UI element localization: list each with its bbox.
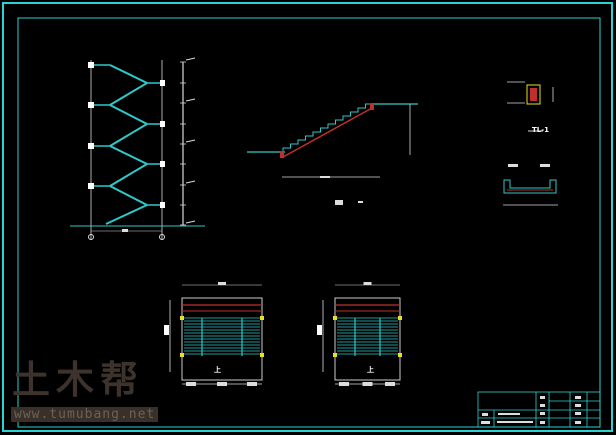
axis-bubble <box>88 234 94 240</box>
stair-steps <box>282 103 373 152</box>
title-block-text <box>481 396 581 424</box>
stair-flight <box>109 82 148 106</box>
level-mark <box>185 180 196 184</box>
column-marker <box>333 316 337 320</box>
axis-bubble <box>159 234 165 240</box>
column-marker <box>398 353 402 357</box>
dim-text <box>362 382 373 386</box>
landing-beam <box>160 202 165 208</box>
beam-section <box>370 104 374 110</box>
beam-outline <box>526 84 541 105</box>
dim-text <box>186 382 196 386</box>
column-marker <box>260 316 264 320</box>
column-marker <box>180 316 184 320</box>
stair-flight <box>109 104 148 125</box>
column-marker <box>180 353 184 357</box>
beam-section <box>280 151 284 158</box>
label <box>508 164 518 167</box>
landing-beam <box>88 183 94 189</box>
column-marker <box>260 353 264 357</box>
label <box>540 164 550 167</box>
column-marker <box>333 353 337 357</box>
stair-section-elevation <box>70 57 205 240</box>
up-label-plan-2: 上 <box>367 366 374 374</box>
landing-beam <box>160 121 165 127</box>
dim-text <box>247 382 257 386</box>
watermark-url: www.tumubang.net <box>11 407 159 422</box>
title-block <box>477 391 601 428</box>
landing-beam <box>88 62 94 68</box>
dim-text <box>317 325 322 335</box>
landing-beam <box>88 143 94 149</box>
level-mark <box>185 139 196 143</box>
stair-flight <box>109 64 148 84</box>
stair-flight <box>105 204 148 225</box>
level-mark <box>185 220 196 224</box>
dim-text <box>385 382 395 386</box>
stair-flight <box>109 123 148 147</box>
dim-text <box>164 325 169 335</box>
inclined-slab-rebar <box>282 107 373 158</box>
dim-text <box>217 382 227 386</box>
dimension-text <box>320 176 330 178</box>
stair-flight <box>109 163 148 187</box>
beam-detail <box>530 88 537 101</box>
level-mark <box>185 57 196 61</box>
beam-details <box>503 81 558 206</box>
dimension-text <box>122 229 128 232</box>
column-marker <box>398 316 402 320</box>
landing-beam <box>160 80 165 86</box>
plan-outline <box>181 297 263 381</box>
up-label-plan-1: 上 <box>214 366 221 374</box>
scale-text <box>358 201 363 203</box>
watermark-logo: 土木帮 <box>12 358 145 402</box>
landing-beam <box>88 102 94 108</box>
slab-detail <box>503 179 557 194</box>
landing-beam <box>160 161 165 167</box>
level-mark <box>185 98 196 102</box>
detail-label-tl1: TL-1 <box>532 126 550 134</box>
dim-text <box>363 282 372 285</box>
section-title <box>335 200 343 205</box>
stair-flight-section <box>247 103 418 205</box>
dim-text <box>339 382 349 386</box>
dim-text <box>218 282 226 285</box>
stair-plans <box>164 282 402 386</box>
stair-flight <box>109 145 148 165</box>
stair-flight <box>109 185 148 206</box>
plan-outline <box>334 297 401 381</box>
